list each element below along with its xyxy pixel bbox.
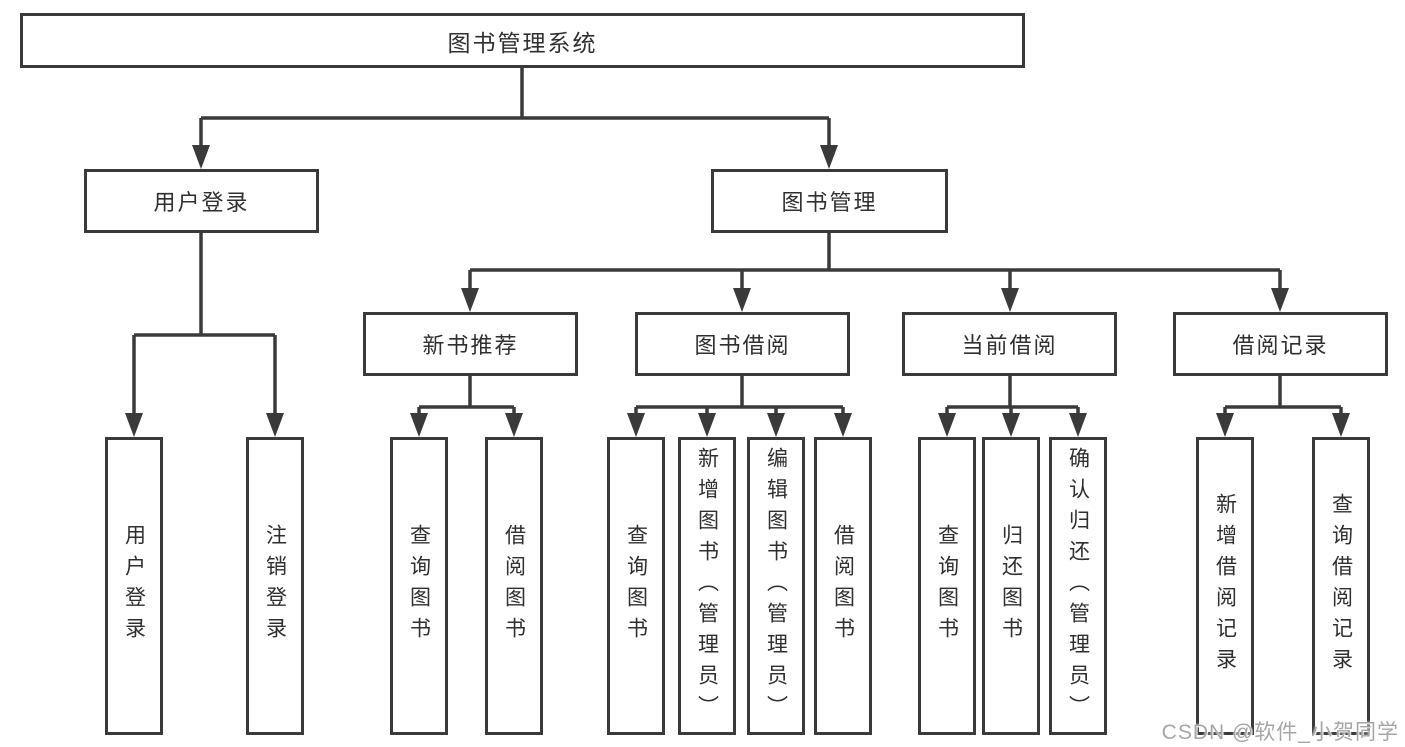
leaf-logout-login: 注销登录	[246, 437, 304, 735]
node-library-management-system: 图书管理系统	[20, 13, 1025, 68]
node-label: 图书管理	[781, 190, 878, 215]
leaf-edit-book-admin: 编辑图书（管理员）	[747, 437, 805, 735]
node-current-borrowing: 当前借阅	[902, 312, 1117, 376]
leaf-query-books-recommend: 查询图书	[390, 437, 448, 735]
watermark: CSDN @软件_小贺同学	[1161, 721, 1399, 744]
node-label: 当前借阅	[961, 333, 1058, 358]
leaf-borrow-books: 借阅图书	[814, 437, 872, 735]
arrowheads	[125, 145, 1350, 437]
node-borrowing-records: 借阅记录	[1173, 312, 1388, 376]
node-label: 借阅记录	[1232, 333, 1329, 358]
leaf-query-books-current: 查询图书	[918, 437, 976, 735]
node-new-book-recommendation: 新书推荐	[363, 312, 578, 376]
leaf-borrow-books-recommend: 借阅图书	[485, 437, 543, 735]
leaf-add-borrow-record: 新增借阅记录	[1196, 437, 1254, 735]
leaf-confirm-return-admin: 确认归还（管理员）	[1049, 437, 1107, 735]
leaf-user-login: 用户登录	[105, 437, 163, 735]
leaf-add-book-admin: 新增图书（管理员）	[678, 437, 736, 735]
leaf-query-books-borrowing: 查询图书	[607, 437, 665, 735]
node-label: 新书推荐	[422, 333, 519, 358]
leaf-query-borrow-record: 查询借阅记录	[1312, 437, 1370, 735]
node-user-login: 用户登录	[84, 169, 319, 233]
node-book-management: 图书管理	[711, 169, 948, 233]
node-label: 图书借阅	[694, 333, 791, 358]
node-label: 图书管理系统	[447, 29, 598, 56]
node-book-borrowing: 图书借阅	[635, 312, 850, 376]
node-label: 用户登录	[153, 190, 250, 215]
leaf-return-books: 归还图书	[982, 437, 1040, 735]
